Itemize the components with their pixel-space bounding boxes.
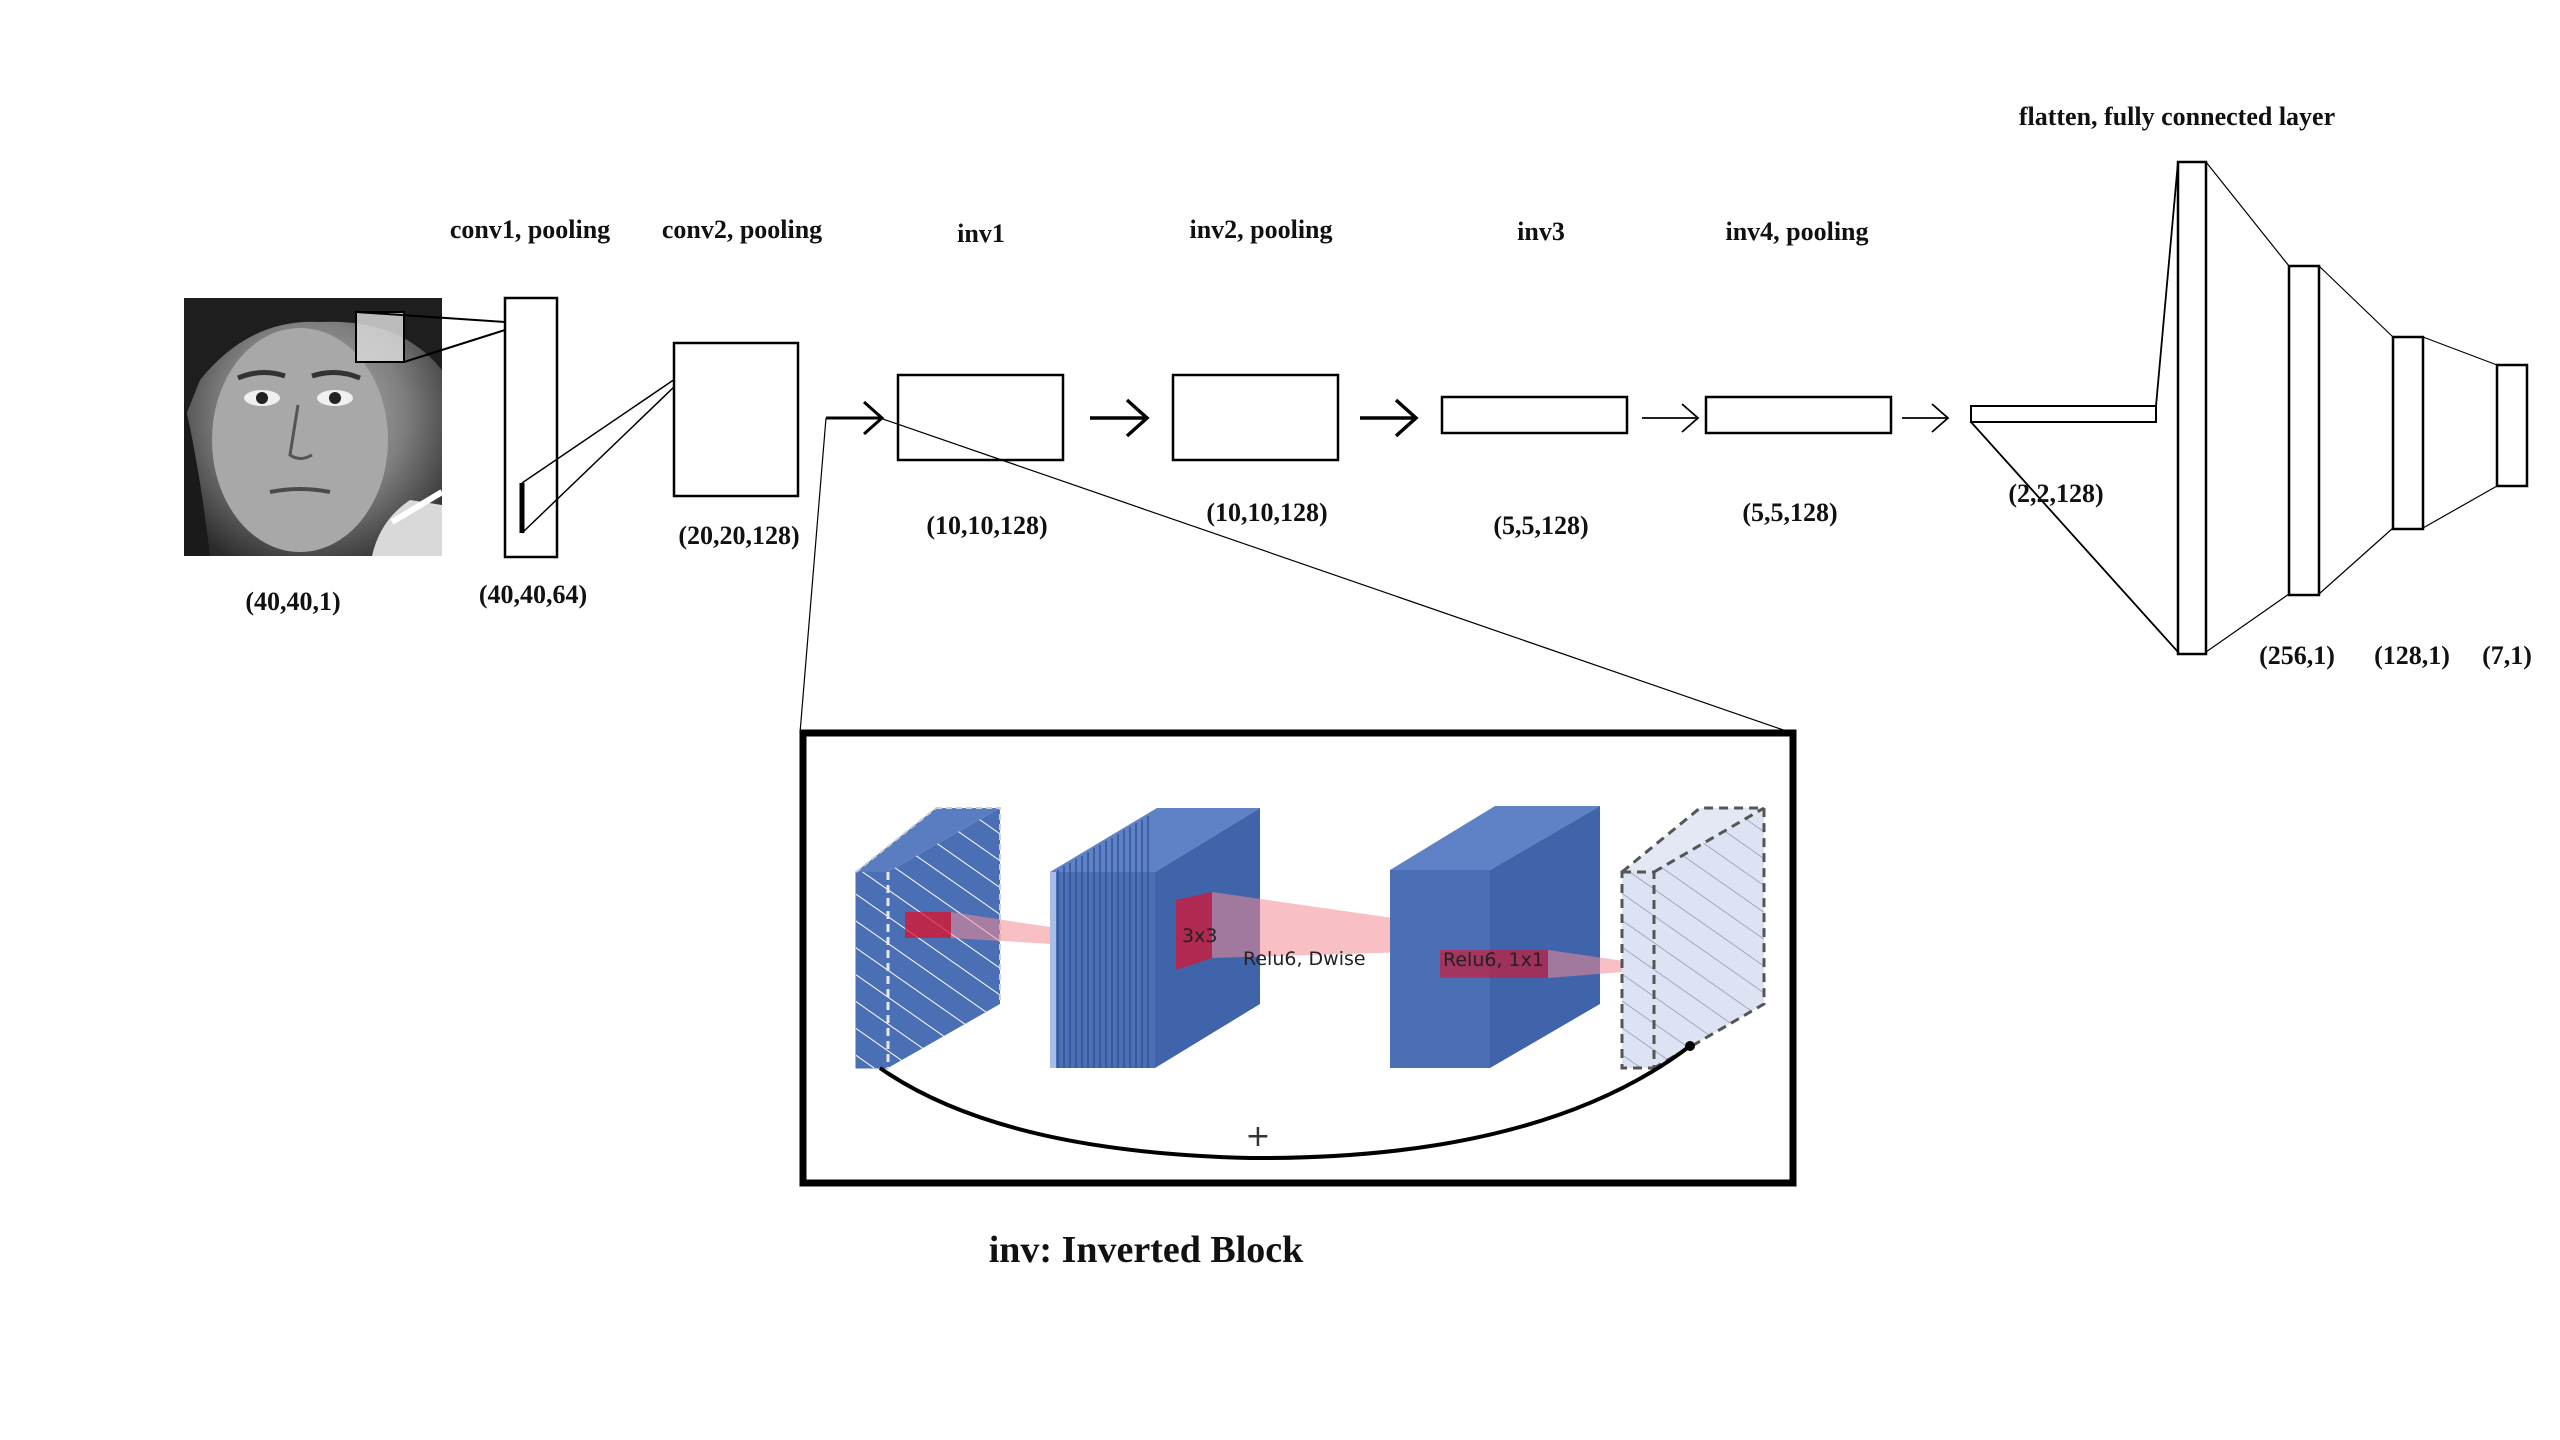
arrow-inv3-inv4 (1642, 403, 1700, 433)
shape-input: (40,40,1) (245, 587, 340, 616)
zoom-line-left (799, 417, 827, 734)
fc-line-d (2318, 527, 2394, 595)
label-conv1: conv1, pooling (450, 215, 610, 244)
fc-line-e (2422, 336, 2498, 366)
residual-arrow-tip (1685, 1041, 1695, 1051)
shape-inv1: (10,10,128) (926, 511, 1047, 540)
shape-fc2: (128,1) (2374, 641, 2450, 670)
fc2-layer-box (2391, 335, 2425, 531)
shape-flatten: (2,2,128) (2008, 479, 2103, 508)
label-conv2: conv2, pooling (662, 215, 822, 244)
kernel-patch-3x3 (1176, 892, 1212, 970)
residual-connection (878, 1044, 1692, 1161)
shape-inv4: (5,5,128) (1742, 498, 1837, 527)
flatten-to-fc1-bottom (1970, 421, 2179, 653)
kernel-size-label: 3x3 (1182, 925, 1217, 947)
inv1-layer-box (896, 373, 1065, 462)
conv1-to-conv2-line-b (521, 361, 701, 534)
arrow-inv1-inv2 (1090, 398, 1150, 438)
fc-line-a (2205, 161, 2290, 267)
conv2-layer-box (672, 341, 800, 498)
output-layer-box (2495, 363, 2529, 488)
arrow-conv2-inv1 (826, 400, 885, 436)
residual-plus-symbol: + (1245, 1119, 1270, 1154)
receptive-line-bottom (403, 329, 506, 363)
arrow-inv4-flatten (1902, 403, 1950, 433)
label-inv1: inv1 (957, 219, 1005, 248)
kernel-patch-input (905, 912, 951, 938)
arrow-inv2-inv3 (1360, 398, 1419, 438)
receptive-line-top (355, 311, 506, 323)
output-tensor-slab (1620, 806, 1766, 1070)
kernel-projection-1 (951, 912, 1070, 945)
flatten-layer-box (1970, 405, 2157, 423)
flatten-to-fc1-top (2155, 161, 2179, 407)
label-inv4: inv4, pooling (1725, 217, 1868, 246)
shape-inv3: (5,5,128) (1493, 511, 1588, 540)
pointwise-patch (1440, 950, 1548, 978)
shape-inv2: (10,10,128) (1206, 498, 1327, 527)
inv2-layer-box (1171, 373, 1340, 462)
dwise-label: Relu6, Dwise (1243, 948, 1366, 970)
pointwise-label: Relu6, 1x1 (1443, 949, 1544, 971)
fc-line-c (2318, 265, 2394, 338)
fc-line-f (2422, 485, 2498, 529)
kernel-projection-3 (1548, 950, 1672, 978)
inverted-block-title: inv: Inverted Block (989, 1229, 1304, 1271)
zoom-line-right (879, 417, 1793, 734)
shape-out: (7,1) (2482, 641, 2532, 670)
conv1-layer-box (503, 296, 559, 559)
fc-line-b (2205, 593, 2290, 653)
label-inv2: inv2, pooling (1189, 215, 1332, 244)
fc-input-layer-box (2176, 160, 2208, 656)
inv4-layer-box (1704, 395, 1893, 435)
shape-conv2: (20,20,128) (678, 521, 799, 550)
shape-fc1: (256,1) (2259, 641, 2335, 670)
inv3-layer-box (1440, 395, 1629, 435)
conv1-to-conv2-line-a (521, 361, 701, 484)
label-inv3: inv3 (1517, 217, 1565, 246)
input-face-image (184, 298, 444, 556)
shape-conv1: (40,40,64) (479, 580, 587, 609)
inverted-block-panel: 3x3 Relu6, Dwise Relu6, 1x1 (799, 729, 1797, 1187)
label-fc: flatten, fully connected layer (2019, 102, 2335, 131)
fc1-layer-box (2287, 264, 2321, 597)
